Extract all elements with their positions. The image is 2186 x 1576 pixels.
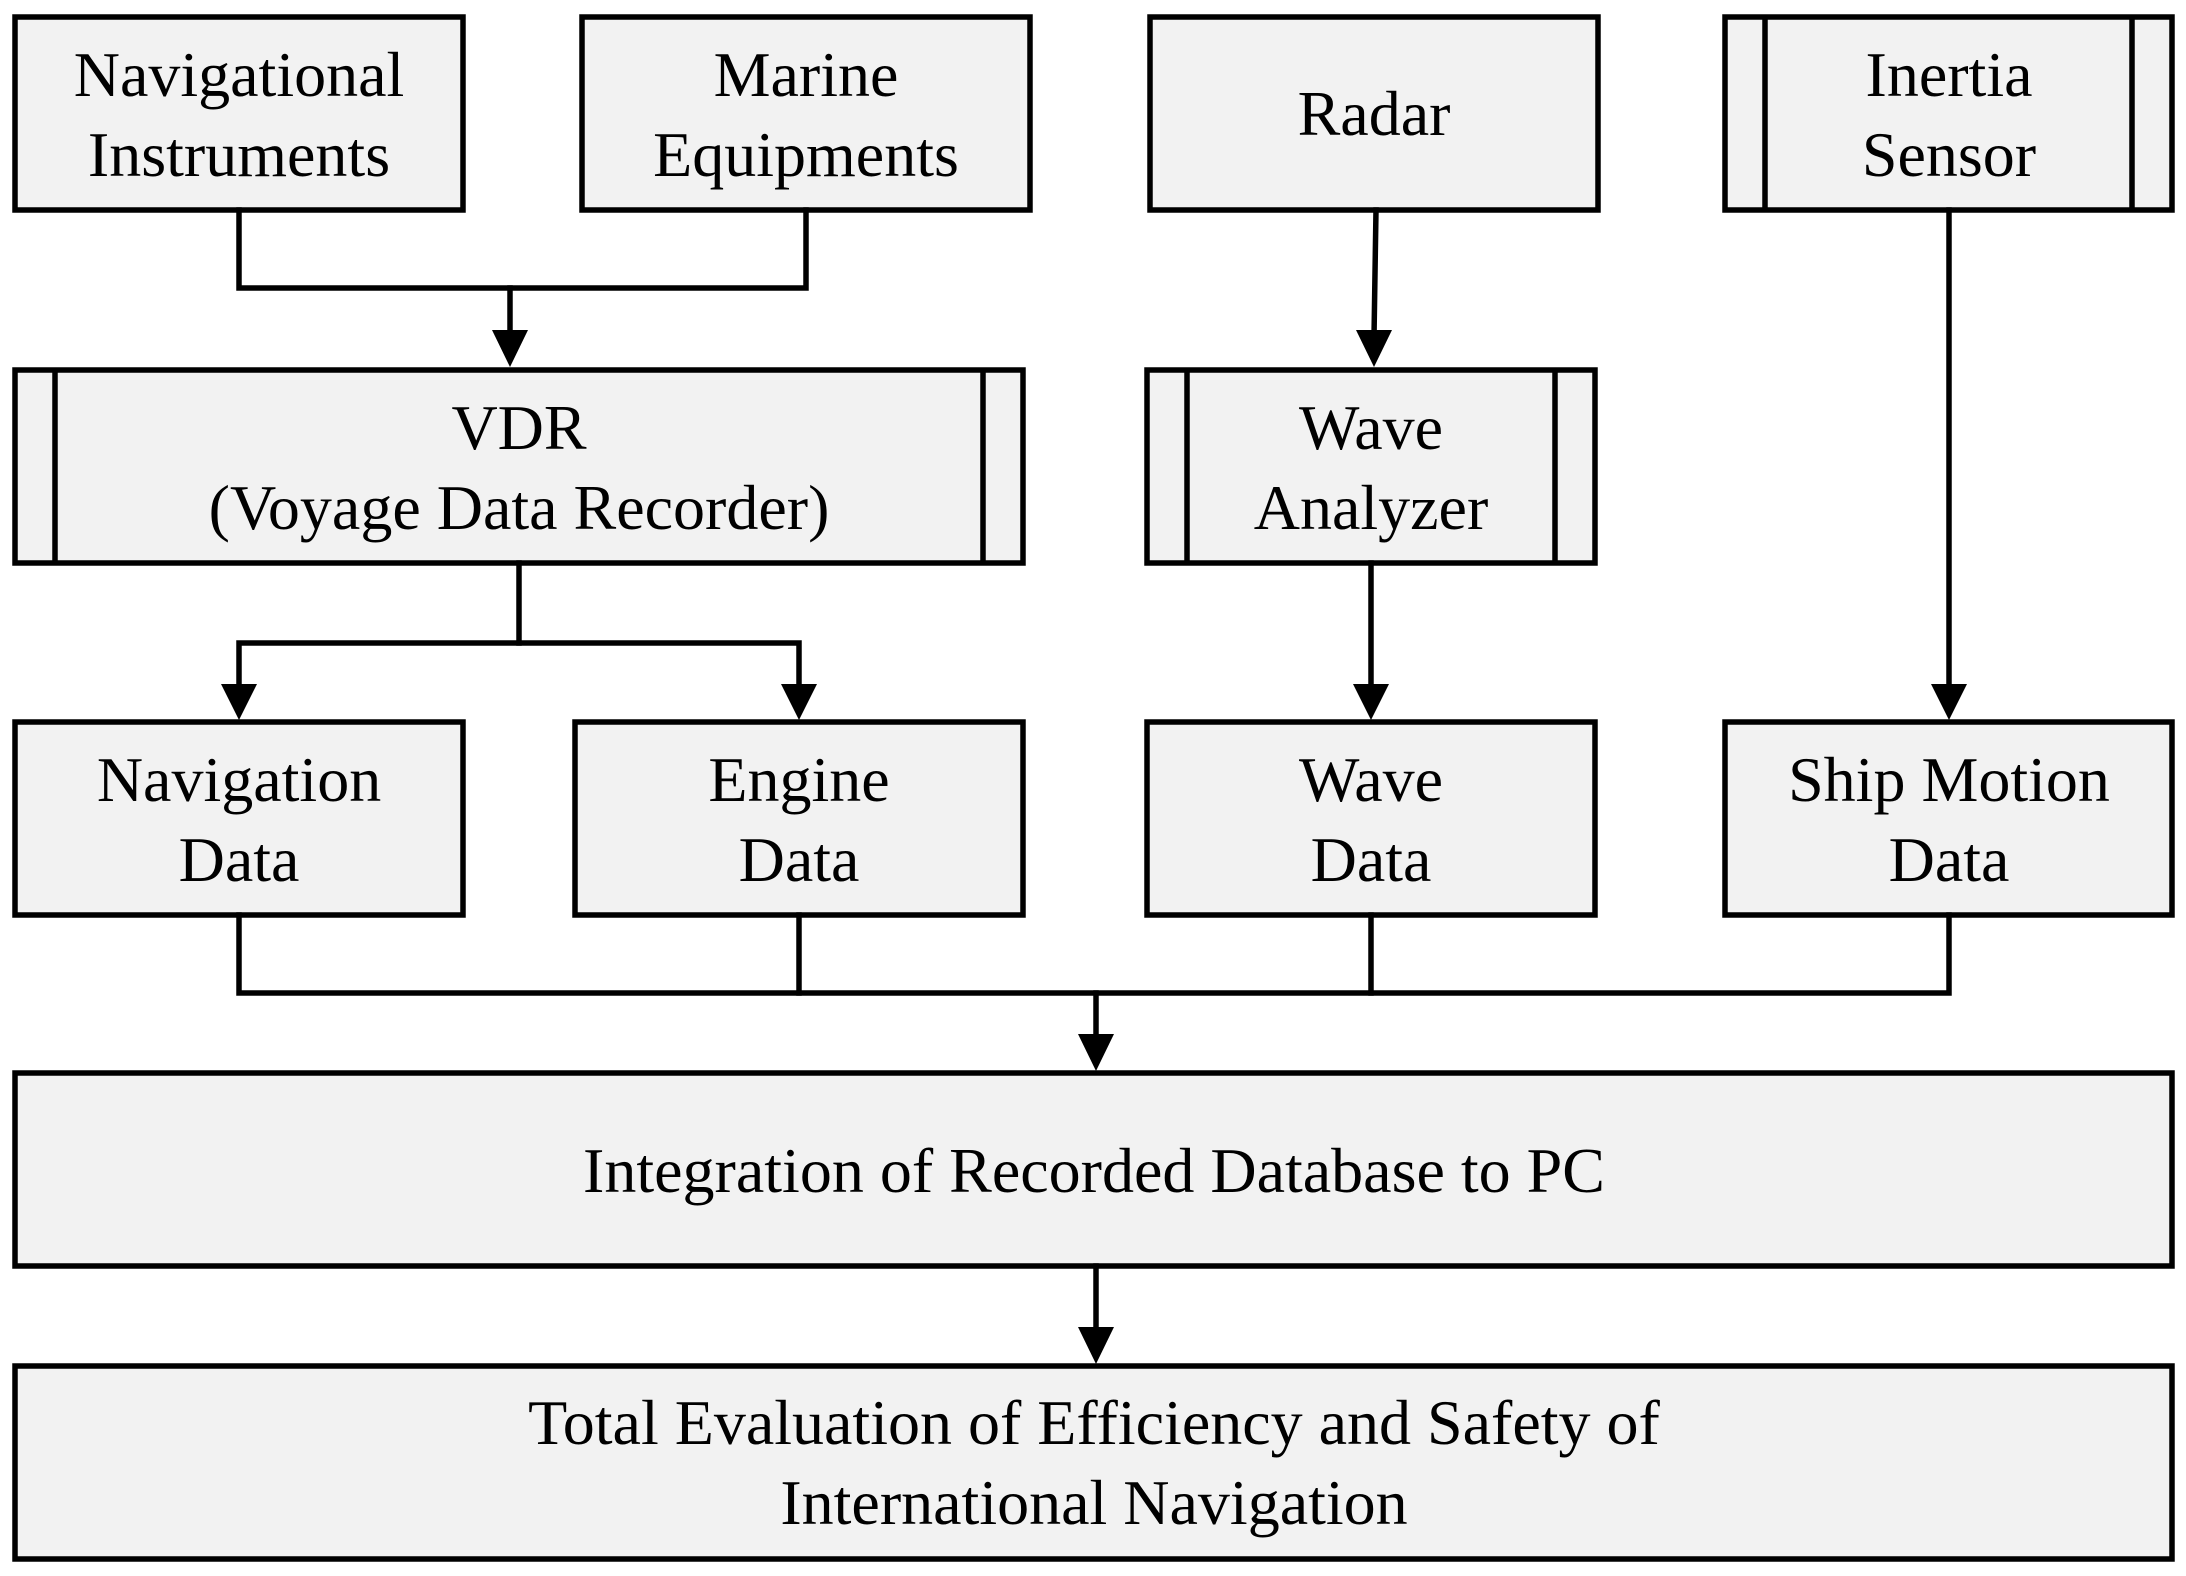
ship-motion-data-label-line2: Data	[1889, 824, 2010, 895]
engine-data-box: Engine Data	[572, 719, 1026, 918]
arrowhead	[221, 684, 257, 720]
navigational-instruments-box: Navigational Instruments	[12, 14, 466, 213]
arrowhead	[781, 684, 817, 720]
ship-motion-data-label-line1: Ship Motion	[1788, 744, 2110, 815]
arrowhead	[492, 330, 528, 367]
inertia-sensor-label-line2: Sensor	[1862, 119, 2036, 190]
wave-analyzer-box: Wave Analyzer	[1144, 367, 1598, 566]
connector-data-to-integration	[236, 912, 1952, 1071]
vdr-box: VDR (Voyage Data Recorder)	[12, 367, 1026, 566]
marine-equipments-box: Marine Equipments	[579, 14, 1033, 213]
arrowhead	[1356, 330, 1392, 367]
total-evaluation-box: Total Evaluation of Efficiency and Safet…	[12, 1363, 2175, 1562]
arrowhead	[1078, 1034, 1114, 1071]
connector-wave-analyzer-to-wave-data	[1353, 560, 1389, 720]
navigation-data-box: Navigation Data	[12, 719, 466, 918]
marine-equipments-label-line2: Equipments	[653, 119, 959, 190]
arrowhead	[1078, 1327, 1114, 1364]
wave-data-label-line2: Data	[1311, 824, 1432, 895]
wave-data-box: Wave Data	[1144, 719, 1598, 918]
navigational-instruments-label-line2: Instruments	[88, 119, 390, 190]
navigational-instruments-label-line1: Navigational	[74, 39, 405, 110]
integration-box: Integration of Recorded Database to PC	[12, 1070, 2175, 1269]
arrowhead	[1931, 684, 1967, 720]
radar-label: Radar	[1298, 78, 1451, 149]
wave-data-label-line1: Wave	[1299, 744, 1443, 815]
connector-inertia-to-ship-motion	[1931, 207, 1967, 720]
ship-motion-data-box: Ship Motion Data	[1722, 719, 2175, 918]
wave-analyzer-label-line2: Analyzer	[1254, 472, 1489, 543]
engine-data-label-line2: Data	[739, 824, 860, 895]
inertia-sensor-box: Inertia Sensor	[1722, 14, 2175, 213]
connector-vdr-to-data	[221, 560, 817, 720]
connector-to-vdr	[236, 207, 809, 367]
navigation-data-label-line2: Data	[179, 824, 300, 895]
inertia-sensor-label-line1: Inertia	[1866, 39, 2033, 110]
connector-integration-to-evaluation	[1078, 1263, 1114, 1364]
total-evaluation-label-line2: International Navigation	[780, 1467, 1407, 1538]
navigation-data-label-line1: Navigation	[97, 744, 381, 815]
arrowhead	[1353, 684, 1389, 720]
marine-equipments-label-line1: Marine	[714, 39, 899, 110]
radar-box: Radar	[1147, 14, 1601, 213]
engine-data-label-line1: Engine	[708, 744, 889, 815]
vdr-label-line2: (Voyage Data Recorder)	[209, 472, 830, 543]
wave-analyzer-label-line1: Wave	[1299, 392, 1443, 463]
vdr-label-line1: VDR	[451, 392, 586, 463]
connector-radar-to-wave-analyzer	[1356, 207, 1392, 367]
total-evaluation-label-line1: Total Evaluation of Efficiency and Safet…	[528, 1387, 1660, 1458]
integration-label: Integration of Recorded Database to PC	[583, 1135, 1605, 1206]
